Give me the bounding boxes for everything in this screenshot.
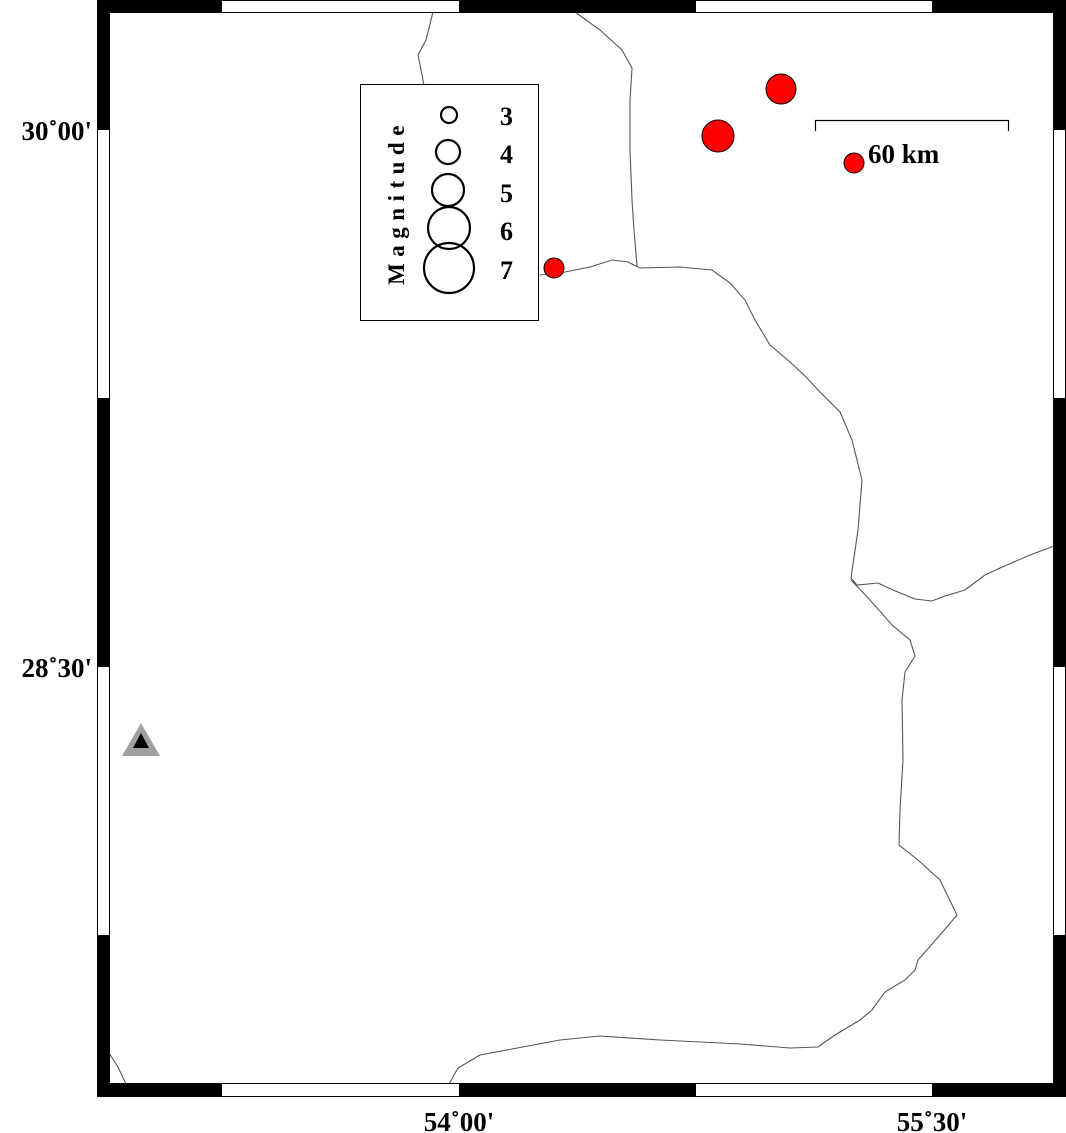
border-line-north xyxy=(574,11,638,267)
event-marker[interactable] xyxy=(543,257,565,279)
lon-label-55-30: 55˚30' xyxy=(897,1107,968,1133)
legend-label-4: 4 xyxy=(500,140,513,169)
event-marker[interactable] xyxy=(843,152,865,174)
event-marker[interactable] xyxy=(765,73,797,105)
scale-bar-label: 60 km xyxy=(868,139,940,169)
border-line-east xyxy=(448,579,958,1085)
scale-bar: 60 km xyxy=(814,119,1010,169)
station-inner-triangle xyxy=(133,733,149,748)
border-lines xyxy=(108,11,1055,1085)
legend-title: Magnitude xyxy=(384,119,409,285)
legend-circle-7 xyxy=(422,241,476,295)
border-line-main xyxy=(539,259,1055,602)
lon-label-54-00: 54˚00' xyxy=(424,1107,495,1133)
magnitude-legend: Magnitude 3 4 5 6 7 xyxy=(360,84,539,321)
legend-label-5: 5 xyxy=(500,179,513,208)
legend-circle-4 xyxy=(434,138,462,166)
lat-label-30-00: 30˚00' xyxy=(22,116,93,146)
earthquake-events xyxy=(543,73,865,279)
border-line-southwest xyxy=(108,1052,127,1085)
event-marker[interactable] xyxy=(701,119,735,153)
legend-circle-3 xyxy=(439,105,459,125)
lat-label-28-30: 28˚30' xyxy=(22,653,93,683)
legend-label-6: 6 xyxy=(500,217,513,246)
station-triangle-icon[interactable] xyxy=(122,723,160,756)
map-area xyxy=(109,12,1054,1084)
legend-label-3: 3 xyxy=(500,102,513,131)
scale-bar-line xyxy=(814,119,1010,131)
legend-circle-6 xyxy=(426,205,472,251)
legend-label-7: 7 xyxy=(500,256,513,285)
